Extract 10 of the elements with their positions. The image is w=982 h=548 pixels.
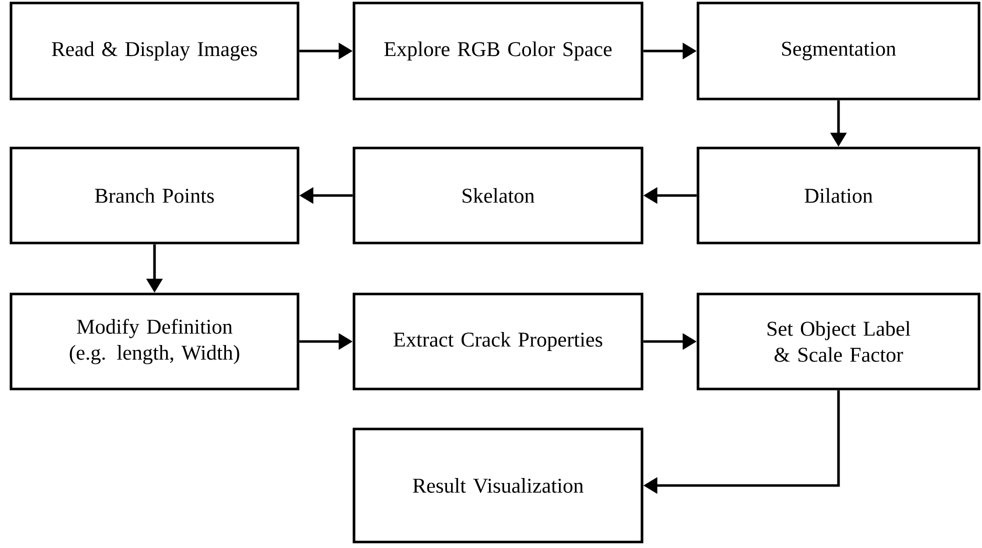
process-box: Set Object Label & Scale Factor [696,292,980,390]
process-box: Result Visualization [352,428,644,544]
process-box: Branch Points [10,146,300,244]
process-box: Extract Crack Properties [352,292,644,390]
process-box: Dilation [696,146,980,244]
process-box: Segmentation [696,2,980,100]
process-box: Modify Definition (e.g. length, Width) [10,292,300,390]
process-box: Read & Display Images [10,2,300,100]
process-box: Skelaton [352,146,644,244]
process-box: Explore RGB Color Space [352,2,644,100]
